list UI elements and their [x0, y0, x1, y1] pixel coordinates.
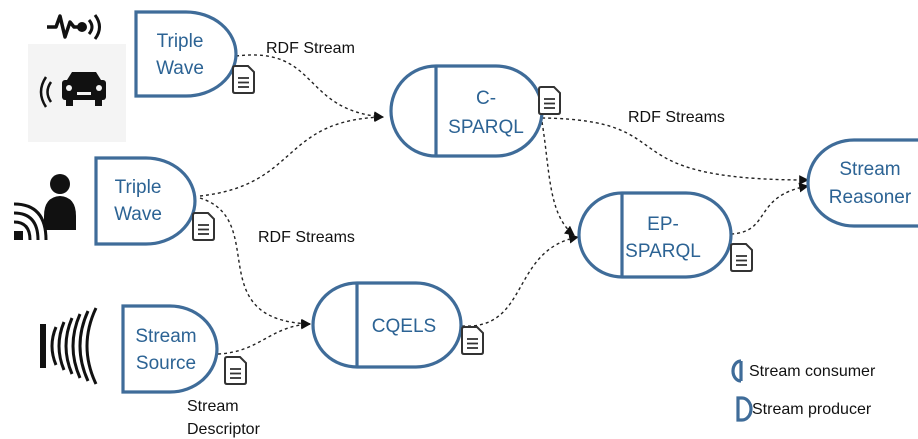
- descriptor-label-line1: Stream: [187, 398, 239, 415]
- document-icon: [224, 356, 247, 385]
- node-label-line1: Stream: [839, 159, 900, 180]
- legend-consumer-label: Stream consumer: [749, 363, 876, 380]
- edge-label-rdf-stream: RDF Stream: [266, 40, 355, 57]
- legend-producer-label: Stream producer: [752, 401, 872, 418]
- node-label-line1: EP-: [647, 214, 679, 235]
- node-label-line2: Reasoner: [829, 187, 912, 208]
- node-label-line2: SPARQL: [448, 117, 524, 138]
- car-signal-icon: [39, 72, 106, 108]
- document-icon: [192, 212, 215, 241]
- node-triple-wave-1: Triple Wave: [134, 10, 238, 98]
- edge-csparql-reasoner: [541, 117, 809, 185]
- node-label-line2: Source: [136, 353, 196, 374]
- node-c-sparql: C- SPARQL: [389, 64, 544, 158]
- node-cqels: CQELS: [311, 281, 463, 369]
- edge-streamsource-cqels: [217, 319, 311, 355]
- legend-producer-symbol: [736, 396, 753, 422]
- node-label: CQELS: [372, 316, 436, 337]
- node-label-line1: Triple: [157, 31, 204, 52]
- node-stream-source: Stream Source: [121, 304, 219, 394]
- node-label-line2: SPARQL: [625, 241, 701, 262]
- descriptor-label-line2: Descriptor: [187, 421, 261, 438]
- edge-cqels-epsparql: [461, 233, 579, 327]
- sound-wave-icon: [40, 307, 98, 385]
- edge-csparql-epsparql: [541, 121, 575, 236]
- node-label-line2: Wave: [156, 58, 204, 79]
- edge-label-rdf-streams-mid: RDF Streams: [258, 229, 355, 246]
- document-icon: [232, 65, 255, 94]
- edge-triplewave1-csparql: [235, 54, 384, 122]
- node-label-line1: Stream: [135, 326, 196, 347]
- document-icon: [730, 243, 753, 272]
- person-signal-icon: [13, 174, 76, 241]
- node-label-line2: Wave: [114, 204, 162, 225]
- edge-triplewave2-csparql: [199, 112, 384, 197]
- node-label-line1: Triple: [115, 177, 162, 198]
- edges: [199, 54, 809, 355]
- heartbeat-sensor-icon: [47, 14, 101, 40]
- document-icon: [461, 326, 484, 355]
- node-triple-wave-2: Triple Wave: [94, 156, 197, 246]
- edge-epsparql-reasoner: [730, 182, 809, 235]
- legend: Stream consumer Stream producer: [731, 359, 876, 422]
- node-label-line1: C-: [476, 88, 496, 109]
- node-ep-sparql: EP- SPARQL: [577, 191, 733, 279]
- edge-triplewave2-cqels: [199, 197, 311, 329]
- legend-consumer-symbol: [731, 359, 742, 383]
- node-stream-reasoner: Stream Reasoner: [806, 138, 918, 228]
- edge-label-rdf-streams-top: RDF Streams: [628, 109, 725, 126]
- document-icon: [538, 86, 561, 115]
